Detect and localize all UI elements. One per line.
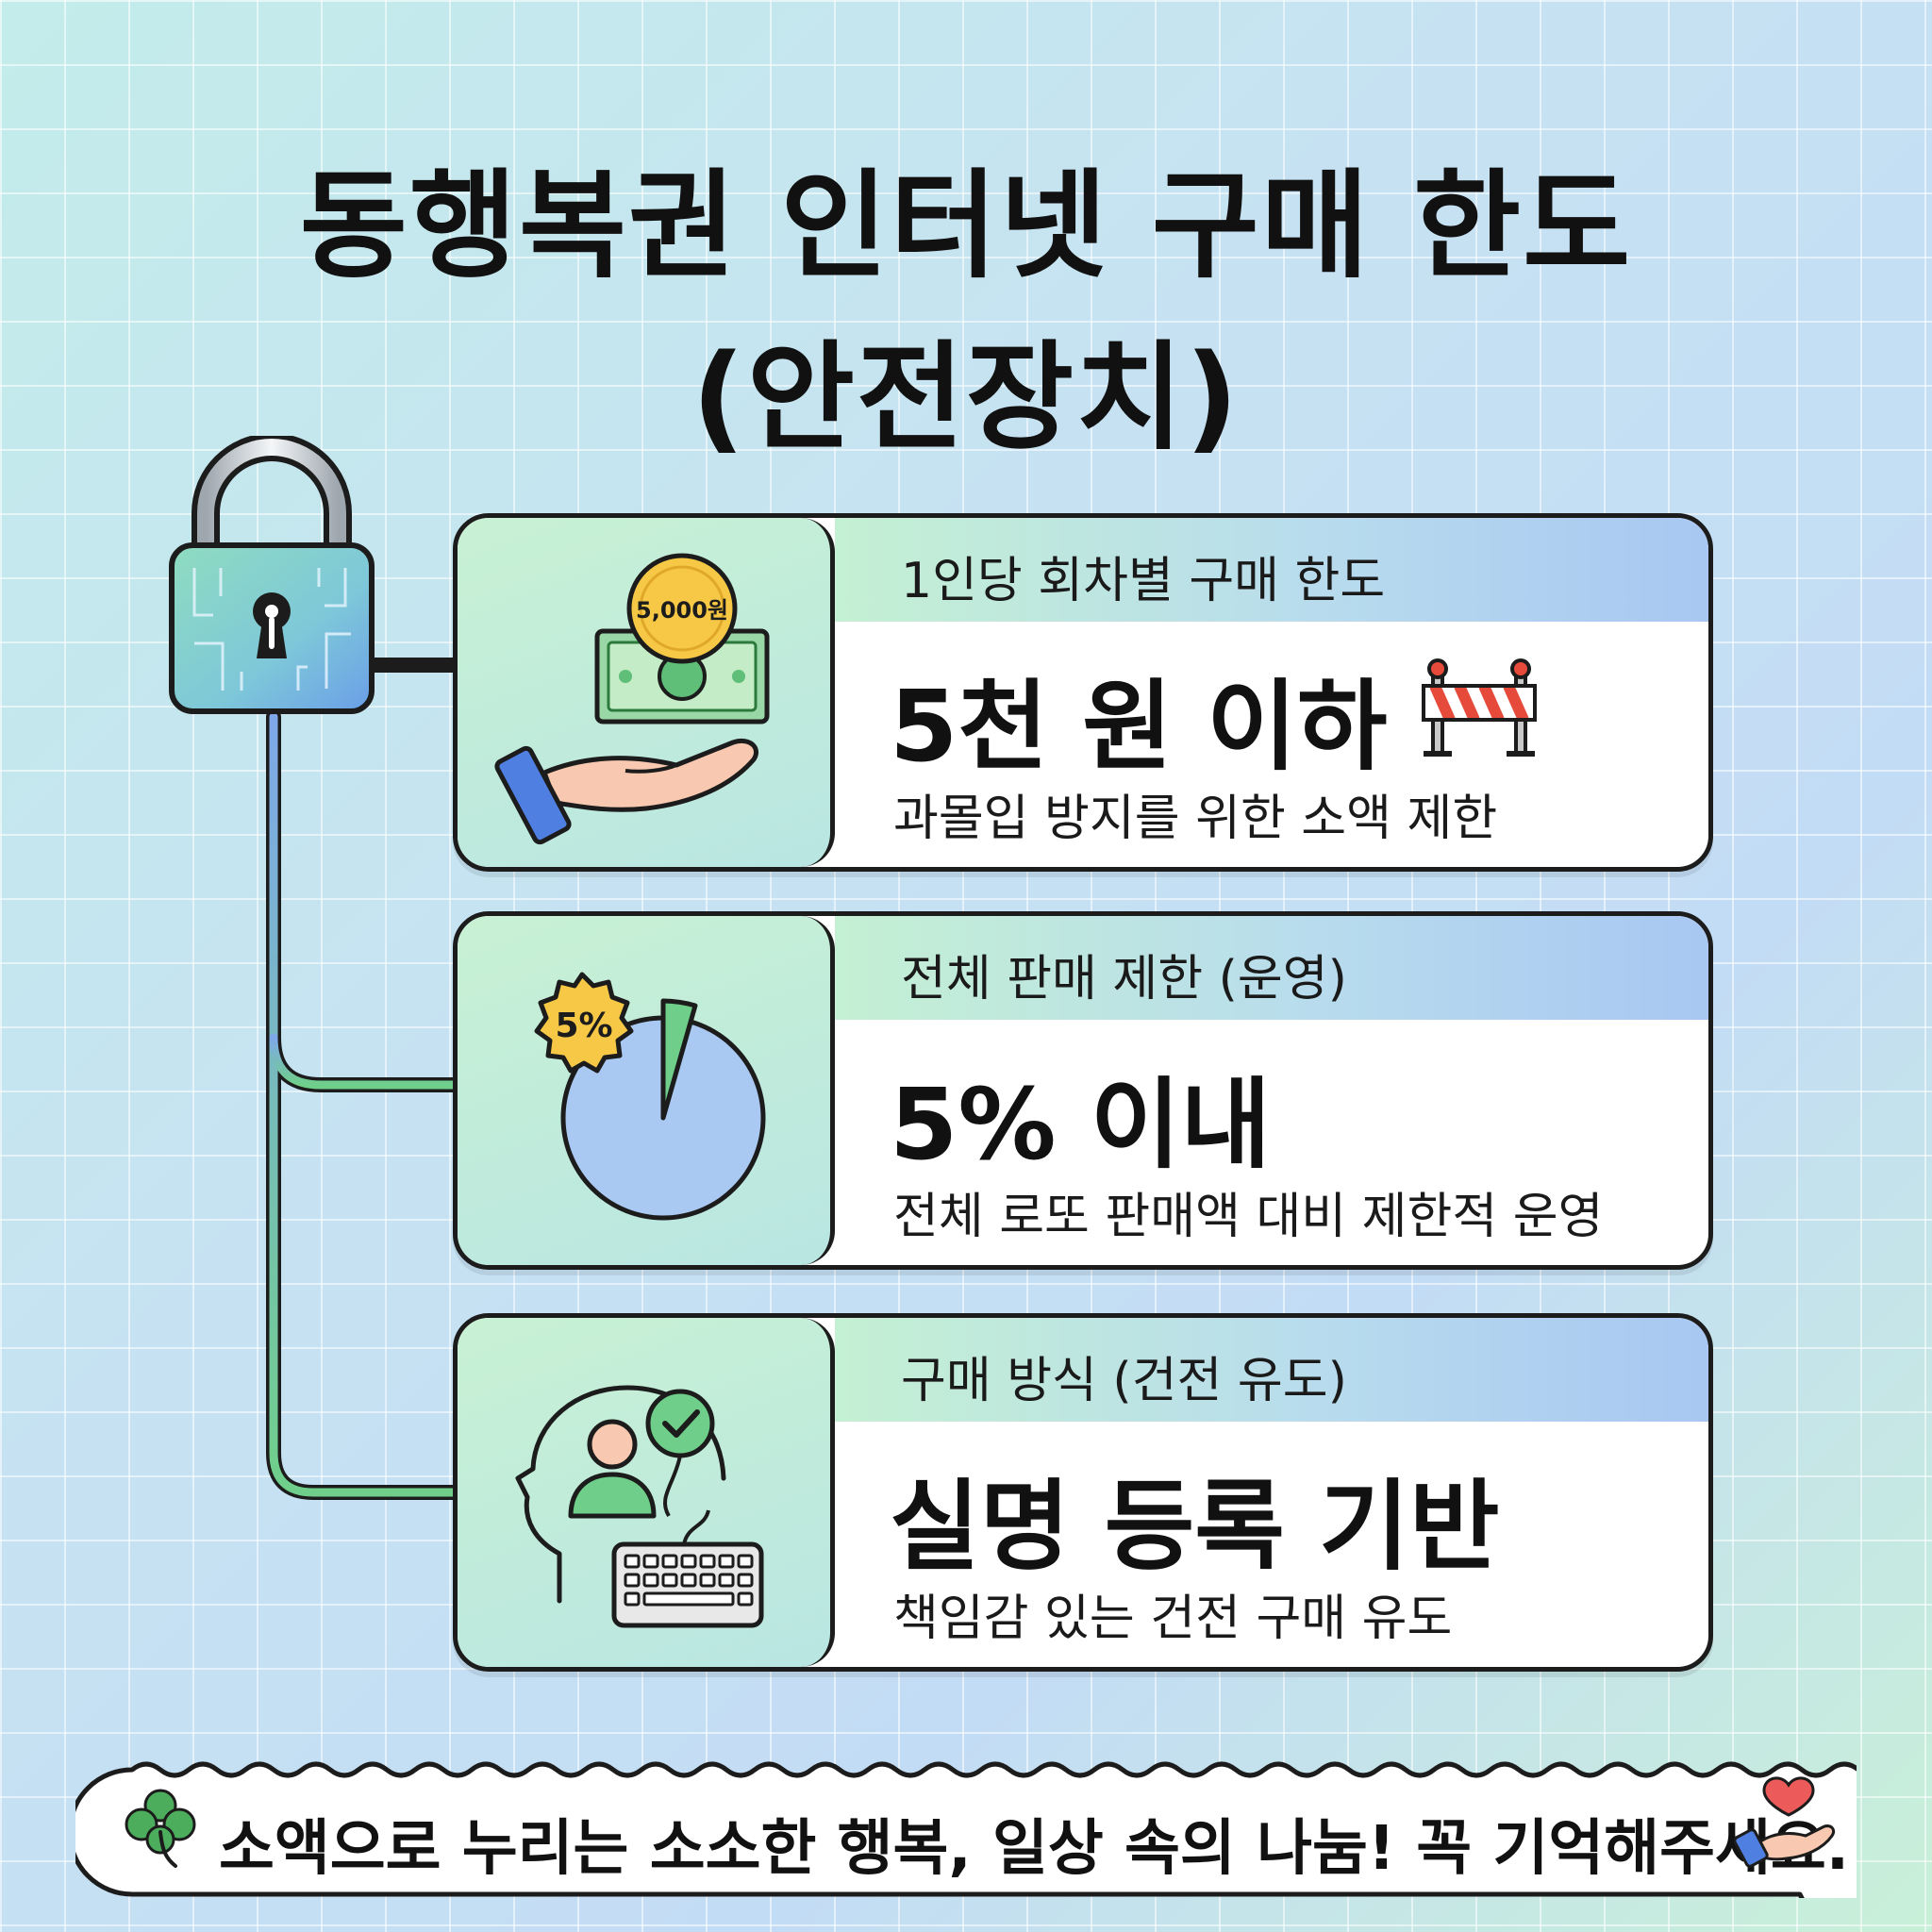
purchase-limit-card: 5,000원 1인당 회차별 구매 한도 5천 원 이하 과몰입 방지를 위한 …	[453, 513, 1713, 872]
padlock-icon	[169, 436, 375, 714]
card-value: 5천 원 이하	[890, 669, 1388, 784]
card-icon-panel	[458, 1318, 835, 1667]
clover-icon	[125, 1789, 196, 1868]
heart-hand-icon	[1734, 1776, 1836, 1868]
card-header-text: 1인당 회차별 구매 한도	[901, 553, 1386, 609]
card-header: 구매 방식 (건전 유도)	[835, 1318, 1708, 1422]
purchase-method-card: 구매 방식 (건전 유도) 실명 등록 기반 책임감 있는 건전 구매 유도	[453, 1313, 1713, 1672]
page-subtitle: (안전장치)	[691, 330, 1241, 466]
hand-money-icon: 5,000원	[494, 553, 770, 845]
card-header: 1인당 회차별 구매 한도	[835, 518, 1708, 622]
card-description: 전체 로또 판매액 대비 제한적 운영	[893, 1189, 1604, 1245]
page-title: 동행복권 인터넷 구매 한도	[299, 158, 1633, 294]
card-icon-panel: 5,000원	[458, 518, 835, 867]
banner-frame	[75, 1761, 1857, 1898]
card-icon-panel: 5%	[458, 916, 835, 1265]
card-header: 전체 판매 제한 (운영)	[835, 916, 1708, 1020]
total-sales-limit-card: 5% 전체 판매 제한 (운영) 5% 이내 전체 로또 판매액 대비 제한적 …	[453, 911, 1713, 1270]
card-description: 과몰입 방지를 위한 소액 제한	[893, 791, 1498, 847]
banner-text: 소액으로 누리는 소소한 행복, 일상 속의 나눔! 꼭 기억해주세요.	[219, 1814, 1850, 1884]
pie-chart-icon: 5%	[534, 972, 766, 1221]
bottom-banner: 소액으로 누리는 소소한 행복, 일상 속의 나눔! 꼭 기억해주세요.	[75, 1757, 1857, 1898]
coin-label: 5,000원	[636, 597, 728, 624]
card-description: 책임감 있는 건전 구매 유도	[893, 1591, 1453, 1647]
card-header-text: 구매 방식 (건전 유도)	[901, 1353, 1347, 1409]
percent-badge: 5%	[555, 1007, 612, 1045]
card-value: 실명 등록 기반	[890, 1469, 1500, 1584]
card-value: 5% 이내	[890, 1067, 1272, 1182]
card-header-text: 전체 판매 제한 (운영)	[901, 951, 1347, 1008]
barricade-icon	[1422, 658, 1537, 757]
head-user-keyboard-icon	[515, 1385, 764, 1628]
